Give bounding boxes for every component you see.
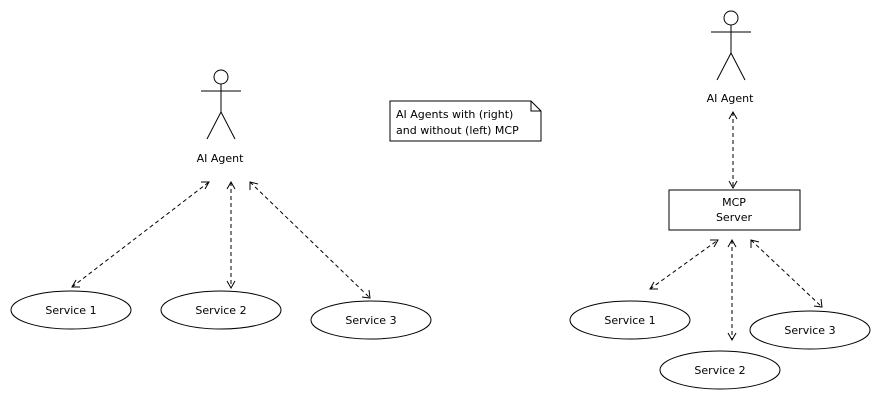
right-service-2: Service 2	[659, 350, 781, 390]
actor-leg-right	[730, 52, 746, 81]
right-service-3: Service 3	[749, 310, 871, 350]
mcp-server: MCP Server	[668, 189, 801, 231]
left-service-3-label: Service 3	[345, 314, 396, 327]
right-service-3-label: Service 3	[784, 324, 835, 337]
left-actor: AI Agent	[197, 69, 245, 165]
note-line-2: and without (left) MCP	[396, 124, 519, 137]
actor-leg-left	[716, 52, 732, 81]
note-line-1: AI Agents with (right)	[396, 108, 513, 121]
left-service-2-label: Service 2	[195, 304, 246, 317]
right-service-1-label: Service 1	[604, 314, 655, 327]
left-connector-1	[71, 181, 210, 288]
right-actor: AI Agent	[707, 10, 755, 105]
left-service-3: Service 3	[310, 300, 432, 340]
right-service-1: Service 1	[569, 300, 691, 340]
right-service-2-label: Service 2	[694, 364, 745, 377]
right-connector-agent-mcp	[728, 110, 738, 190]
mcp-label-line-1: MCP	[722, 196, 746, 209]
left-agent-label: AI Agent	[197, 152, 245, 165]
right-agent-label: AI Agent	[707, 92, 755, 105]
left-connector-3	[249, 181, 371, 299]
left-connector-2	[226, 180, 236, 290]
actor-leg-right	[220, 111, 236, 140]
actor-leg-left	[206, 111, 222, 140]
note: AI Agents with (right) and without (left…	[389, 100, 542, 142]
right-connector-3	[750, 239, 823, 308]
mcp-label-line-2: Server	[716, 211, 753, 224]
actor-head	[723, 10, 739, 26]
actor-head	[213, 69, 229, 85]
left-service-2: Service 2	[160, 290, 282, 330]
right-connector-2	[727, 238, 737, 342]
right-connector-1	[649, 239, 719, 290]
left-service-1-label: Service 1	[45, 304, 96, 317]
left-service-1: Service 1	[10, 290, 132, 330]
